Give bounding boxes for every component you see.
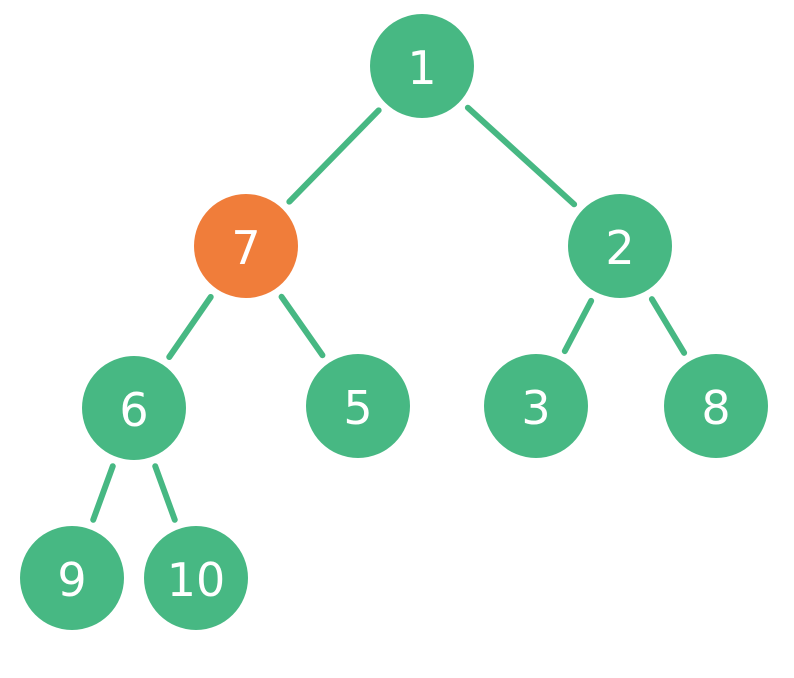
node-label: 10	[167, 553, 226, 607]
node-circle	[20, 526, 124, 630]
tree-node-2: 2	[568, 194, 672, 298]
node-label: 1	[407, 41, 436, 95]
node-label: 8	[701, 381, 730, 435]
node-circle	[568, 194, 672, 298]
node-label: 3	[521, 381, 550, 435]
highlighted-node-circle	[194, 194, 298, 298]
edge-n2-n3	[561, 297, 595, 355]
node-circle	[306, 354, 410, 458]
edges-layer	[90, 104, 688, 523]
nodes-layer: 1 7 2 6 5 3 8 9 10	[20, 14, 768, 630]
tree-node-5: 5	[306, 354, 410, 458]
tree-node-6: 6	[82, 356, 186, 460]
edge-n1-n2	[464, 104, 578, 208]
edge-n1-n7	[286, 107, 382, 205]
node-label: 5	[343, 381, 372, 435]
tree-node-10: 10	[144, 526, 248, 630]
tree-node-7: 7	[194, 194, 298, 298]
node-label: 7	[231, 221, 260, 275]
tree-node-3: 3	[484, 354, 588, 458]
edge-n7-n6	[166, 293, 214, 361]
node-circle	[484, 354, 588, 458]
node-circle	[370, 14, 474, 118]
node-label: 6	[119, 383, 148, 437]
tree-node-8: 8	[664, 354, 768, 458]
edge-n6-n10	[152, 463, 178, 523]
edge-n2-n8	[648, 296, 688, 356]
edge-n7-n5	[278, 293, 326, 359]
node-label: 2	[605, 221, 634, 275]
node-circle	[144, 526, 248, 630]
node-circle	[82, 356, 186, 460]
tree-node-9: 9	[20, 526, 124, 630]
node-circle	[664, 354, 768, 458]
tree-node-1: 1	[370, 14, 474, 118]
edge-n6-n9	[90, 463, 116, 523]
node-label: 9	[57, 553, 86, 607]
